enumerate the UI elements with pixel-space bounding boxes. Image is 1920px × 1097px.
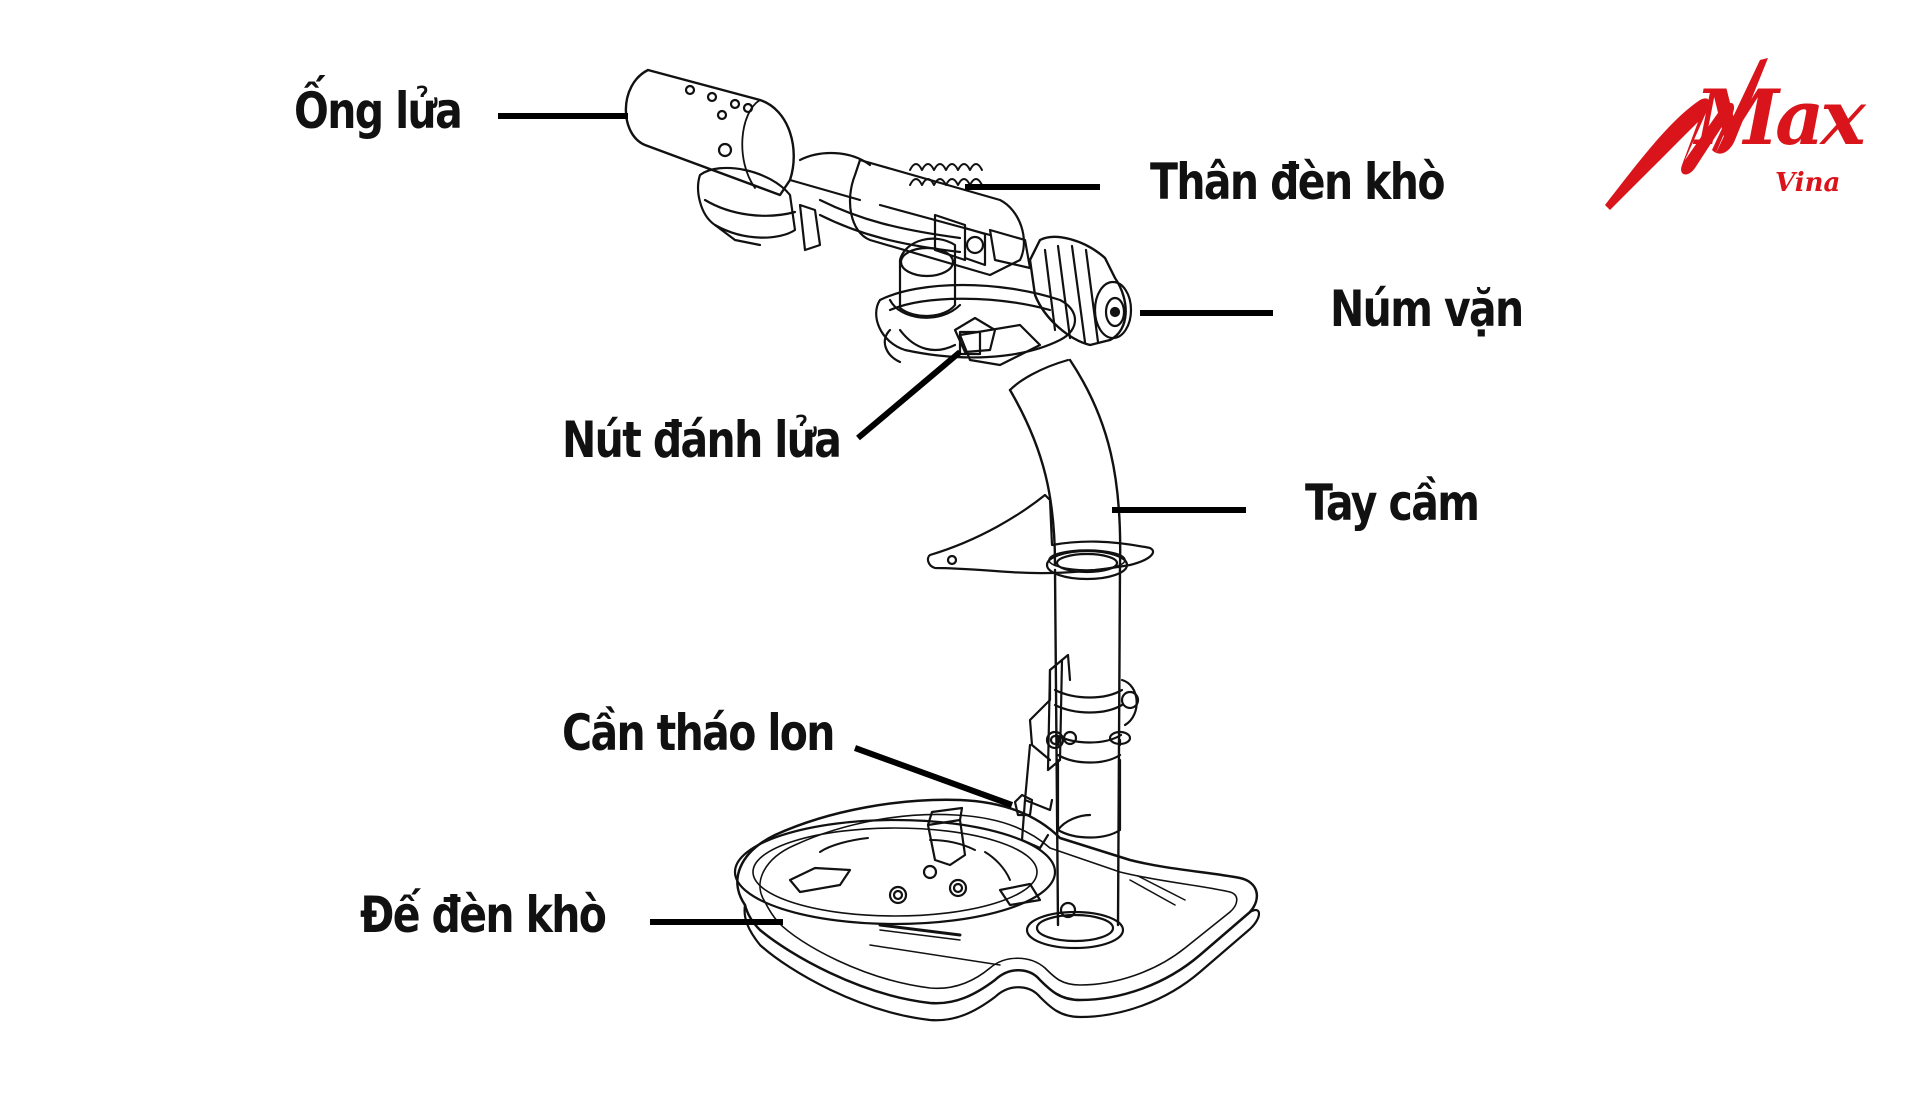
label-can-thao-lon: Cần tháo lon [562,704,835,762]
torch-base [733,798,1261,1022]
label-de-den-kho: Đế đèn khò [360,886,607,944]
leader-can-thao-lon [853,745,1014,808]
label-tay-cam: Tay cầm [1305,474,1480,532]
label-num-van: Núm vặn [1330,280,1524,338]
torch-body [818,158,1032,277]
torch-post [1045,549,1140,927]
brand-logo: Max Vina [1600,40,1866,220]
logo-sub-text: Vina [1775,168,1841,198]
adjust-knob [1028,235,1133,347]
max-logo-swoosh [1605,58,1768,210]
flame-tube [624,68,872,252]
logo-brand-text: Max [1695,73,1866,162]
leader-nut-danh-lua [856,349,962,441]
canister-release-lever [1013,653,1072,850]
igniter-mount [875,237,1076,367]
label-ong-lua: Ống lửa [294,82,463,140]
wind-shield [926,493,1155,575]
label-nut-danh-lua: Nút đánh lửa [562,411,842,469]
torch-handle-tube [1008,358,1122,567]
label-than-den-kho: Thân đèn khò [1150,153,1445,211]
